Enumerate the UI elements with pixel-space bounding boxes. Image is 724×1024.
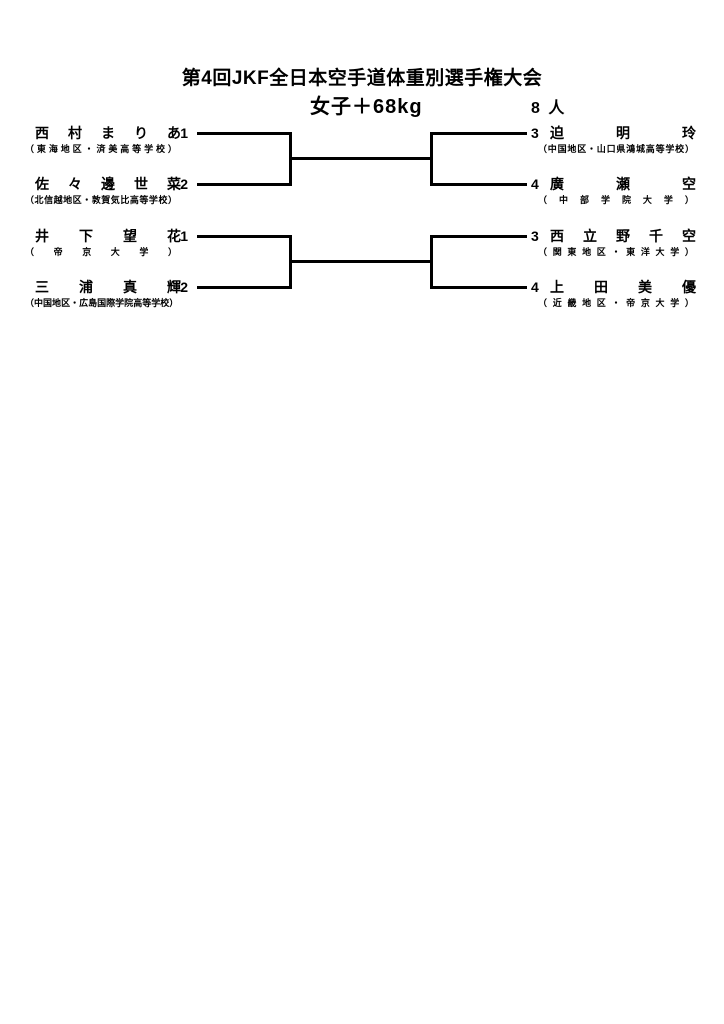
competitor-name: 三浦真輝 — [35, 279, 181, 295]
competitor-affiliation: （中部学院大学） — [538, 195, 694, 205]
competitor-name: 西村まりあ — [35, 125, 181, 141]
seed-number: 1 — [180, 125, 188, 141]
competitor-affiliation: （近畿地区・帝京大学） — [538, 298, 694, 308]
bracket-line — [289, 132, 292, 186]
competitor-name: 西立野千空 — [550, 228, 696, 244]
competitor-name: 井下望花 — [35, 228, 181, 244]
division-label: 女子＋68kg — [310, 96, 423, 118]
competitor-affiliation: （関東地区・東洋大学） — [538, 247, 694, 257]
bracket-line — [292, 157, 430, 160]
competitor-affiliation: （中国地区・山口県鴻城高等学校） — [538, 144, 694, 154]
bracket-line — [430, 235, 433, 289]
seed-number: 4 — [531, 176, 539, 192]
entrant-count: 8 人 — [531, 100, 567, 117]
seed-number: 2 — [180, 279, 188, 295]
competitor-name: 迫明玲 — [550, 125, 696, 141]
competitor-name: 廣瀬空 — [550, 176, 696, 192]
bracket-line — [433, 235, 527, 238]
bracket-line — [433, 183, 527, 186]
seed-number: 4 — [531, 279, 539, 295]
seed-number: 1 — [180, 228, 188, 244]
competitor-affiliation: （北信越地区・敦賀気比高等学校） — [25, 195, 177, 205]
competitor-name: 上田美優 — [550, 279, 696, 295]
bracket-line — [433, 286, 527, 289]
bracket-line — [197, 132, 292, 135]
seed-number: 3 — [531, 125, 539, 141]
bracket-line — [289, 235, 292, 289]
seed-number: 3 — [531, 228, 539, 244]
competitor-name: 佐々邊世菜 — [35, 176, 181, 192]
bracket-line — [197, 235, 292, 238]
bracket-line — [433, 132, 527, 135]
seed-number: 2 — [180, 176, 188, 192]
competitor-affiliation: （帝京大学） — [25, 247, 177, 257]
competitor-affiliation: （中国地区・広島国際学院高等学校） — [25, 298, 179, 308]
bracket-line — [197, 286, 292, 289]
bracket-line — [430, 132, 433, 186]
bracket-line — [292, 260, 430, 263]
page-title: 第4回JKF全日本空手道体重別選手権大会 — [181, 68, 543, 89]
bracket-line — [197, 183, 292, 186]
competitor-affiliation: （東海地区・済美高等学校） — [25, 144, 177, 154]
